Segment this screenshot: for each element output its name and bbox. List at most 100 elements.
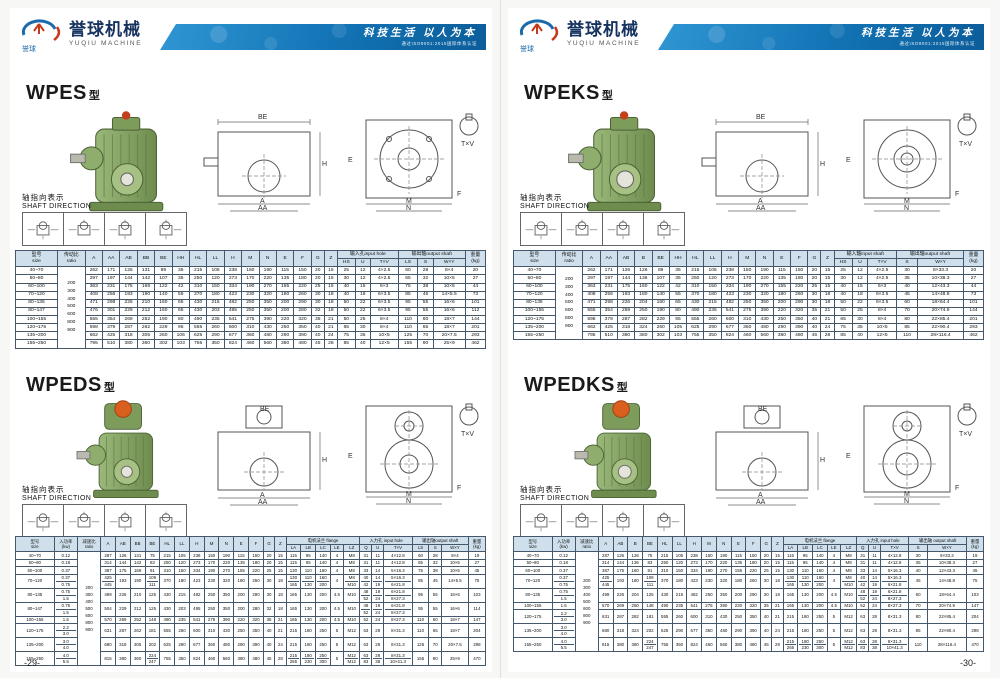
value-cell: 80 [171, 314, 190, 325]
value-cell: 4 [826, 558, 841, 567]
column-subheader: T×V [867, 258, 897, 268]
value-cell: 24 [771, 623, 784, 638]
column-header: G [310, 249, 325, 268]
value-cell: 260 [671, 609, 688, 624]
value-cell: 238 [188, 551, 205, 560]
value-cell: 150 [738, 266, 757, 276]
value-cell: 6×3.5 [369, 290, 399, 300]
value-cell: 20×7.5 [432, 331, 466, 341]
dim-label: F [457, 191, 461, 198]
value-cell: 350 [703, 331, 722, 341]
value-cell: 120 [174, 558, 190, 567]
column-header: E [772, 249, 792, 268]
value-cell: 4.5 [329, 587, 344, 603]
value-cell: 350 [174, 651, 190, 666]
shaft-direction-icon [657, 219, 680, 240]
dim-label: AA [258, 499, 268, 506]
value-cell: 8×33.3 [917, 266, 964, 276]
column-header: LL [703, 249, 722, 268]
value-cell: 22×90.4 [926, 623, 967, 638]
value-cell: 12 [851, 266, 869, 276]
value-cell: 370 [656, 573, 673, 589]
column-header: A [597, 536, 614, 552]
value-cell: 30 [760, 587, 773, 603]
value-cell: 795 [84, 339, 103, 349]
value-cell: 45 [428, 573, 443, 589]
value-cell: 75 [833, 323, 853, 333]
value-cell: 148 [642, 601, 658, 610]
size-cell: 40~70 [513, 551, 553, 560]
size-cell: 135~200 [14, 331, 59, 341]
value-cell: 150 [203, 551, 220, 560]
value-cell: 390 [218, 615, 235, 624]
value-cell: 95 [797, 558, 814, 567]
value-cell: 320 [755, 290, 774, 300]
value-cell: 50 [336, 306, 356, 317]
shaft-direction-option [105, 505, 146, 537]
column-header: AB [616, 249, 636, 268]
value-cell: 142 [129, 558, 146, 567]
value-cell: 28 [868, 623, 881, 638]
value-cell: 105 [703, 266, 722, 276]
size-cell: 100~155 [15, 615, 55, 624]
value-cell: 510 [101, 339, 121, 349]
value-cell: 180 [772, 290, 792, 300]
value-cell: 28×116.4 [917, 331, 964, 341]
value-cell: 32 [428, 558, 443, 567]
value-cell: 15 [771, 566, 784, 575]
value-cell: 260 [293, 290, 312, 300]
value-cell: 15 [820, 274, 835, 284]
value-cell: 115 [233, 551, 250, 560]
shaft-direction-label-cn: 轴指向表示 [520, 193, 563, 202]
value-cell: 22 [851, 298, 869, 308]
dim-label: E [846, 453, 851, 460]
value-cell: 126 [616, 266, 636, 276]
side-view-drawing: H A AA BE [715, 405, 825, 506]
value-cell: 460 [241, 339, 260, 349]
value-cell: 8×27.3 [383, 615, 413, 624]
value-cell: 4 [826, 573, 841, 589]
value-cell: 65 [397, 274, 419, 284]
column-header: G [807, 249, 822, 268]
value-cell: 370 [159, 573, 176, 589]
value-cell: 360 [136, 339, 156, 349]
value-cell: 16×6 [441, 601, 469, 617]
page-header: 誉球 誉球机械 YUQIU MACHINE 科技生活 以人为本 通过ISO900… [514, 12, 984, 58]
column-subheader: S [908, 543, 928, 552]
value-cell: 31 [359, 551, 373, 560]
value-cell: 160 [812, 566, 828, 575]
shaft-direction-option [562, 213, 603, 245]
value-cell: 262 [84, 266, 103, 276]
column-subheader: LB [797, 543, 814, 552]
value-cell: 310 [738, 314, 757, 325]
value-cell: 4.5 [826, 587, 841, 603]
value-cell: 35 [908, 558, 928, 567]
value-cell: 35 [262, 615, 276, 624]
value-cell: 32 [417, 274, 434, 284]
value-cell: 460 [738, 331, 757, 341]
value-cell: 4×12.8 [383, 558, 413, 567]
size-cell: 155~250 [513, 331, 556, 341]
value-cell: 275 [701, 601, 717, 610]
value-cell: 201 [962, 314, 985, 325]
value-cell: 18 [274, 587, 287, 603]
dim-label: BE [260, 406, 270, 413]
value-cell: 25 [354, 314, 371, 325]
value-cell: 103 [668, 331, 688, 341]
value-cell: 260 [651, 323, 670, 333]
page-gutter [500, 0, 501, 678]
gearbox-motor-photo [574, 400, 657, 499]
value-cell: 22×85.4 [926, 609, 967, 624]
size-cell: 80~135 [513, 298, 556, 308]
